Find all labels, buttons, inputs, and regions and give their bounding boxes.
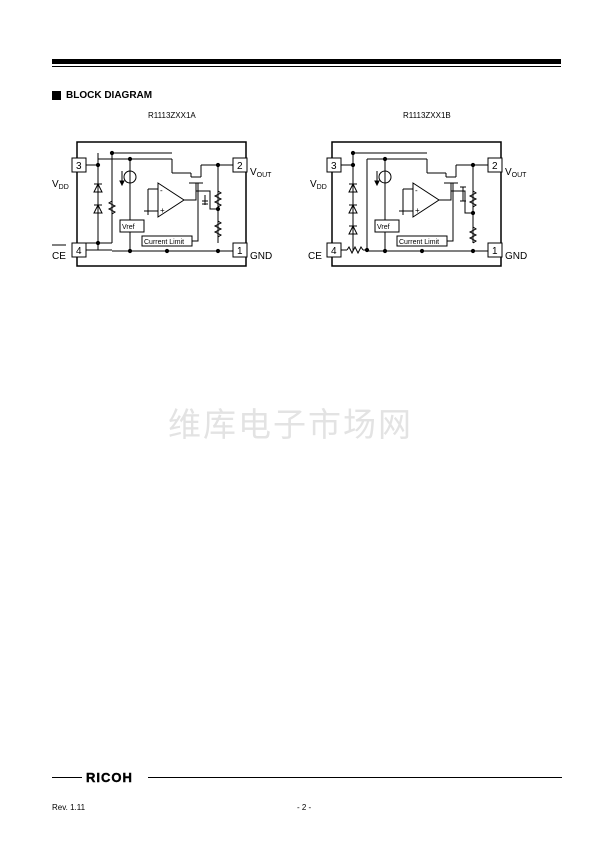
pin1-label: 1: [492, 246, 498, 257]
amp-plus: +: [160, 206, 165, 215]
revision-text: Rev. 1.11: [52, 803, 86, 812]
diagram-a-title: R1113ZXX1A: [148, 111, 196, 120]
diagram-b-title: R1113ZXX1B: [403, 111, 451, 120]
ricoh-logo: RICOH: [86, 770, 133, 785]
gnd-label: GND: [250, 251, 272, 262]
svg-text:RICOH: RICOH: [86, 770, 133, 785]
watermark: 维库电子市场网: [168, 405, 413, 444]
ce-label: CE: [308, 251, 322, 262]
current-limit-label: Current Limit: [144, 239, 184, 246]
header-thick-rule: [52, 59, 561, 64]
footer-rule: [148, 777, 562, 778]
section-title-text: BLOCK DIAGRAM: [66, 90, 153, 101]
vout-label: VOUT: [505, 167, 527, 179]
bullet-square-icon: [52, 91, 61, 100]
vdd-label: VDD: [310, 179, 327, 191]
vout-label: VOUT: [250, 167, 272, 179]
block-diagram-a: 3 2 4 1 VDD VOUT CE GND Vref - +: [52, 141, 272, 267]
vref-label: Vref: [377, 224, 390, 231]
package-outline: [76, 141, 247, 267]
ce-label: CE: [52, 251, 66, 262]
pin1-label: 1: [237, 246, 243, 257]
header-thin-rule: [52, 66, 561, 67]
gnd-label: GND: [505, 251, 527, 262]
footer-rule-left: [52, 777, 82, 778]
page-number: - 2 -: [297, 803, 312, 812]
pin2-label: 2: [492, 161, 498, 172]
section-title: BLOCK DIAGRAM: [52, 90, 152, 101]
amp-minus: -: [415, 186, 418, 195]
block-diagram-b: 3 2 4 1 VDD VOUT CE GND Vref - + Curr: [308, 141, 527, 267]
pin1-box: [487, 242, 503, 258]
pin1-box: [232, 242, 248, 258]
amp-plus: +: [415, 206, 420, 215]
pin3-label: 3: [331, 161, 337, 172]
pin4-label: 4: [331, 246, 337, 257]
pin3-label: 3: [76, 161, 82, 172]
pin4-label: 4: [76, 246, 82, 257]
vref-label: Vref: [122, 224, 135, 231]
amp-minus: -: [160, 186, 163, 195]
current-limit-label: Current Limit: [399, 239, 439, 246]
pin2-label: 2: [237, 161, 243, 172]
package-outline: [331, 141, 502, 267]
vdd-label: VDD: [52, 179, 69, 191]
